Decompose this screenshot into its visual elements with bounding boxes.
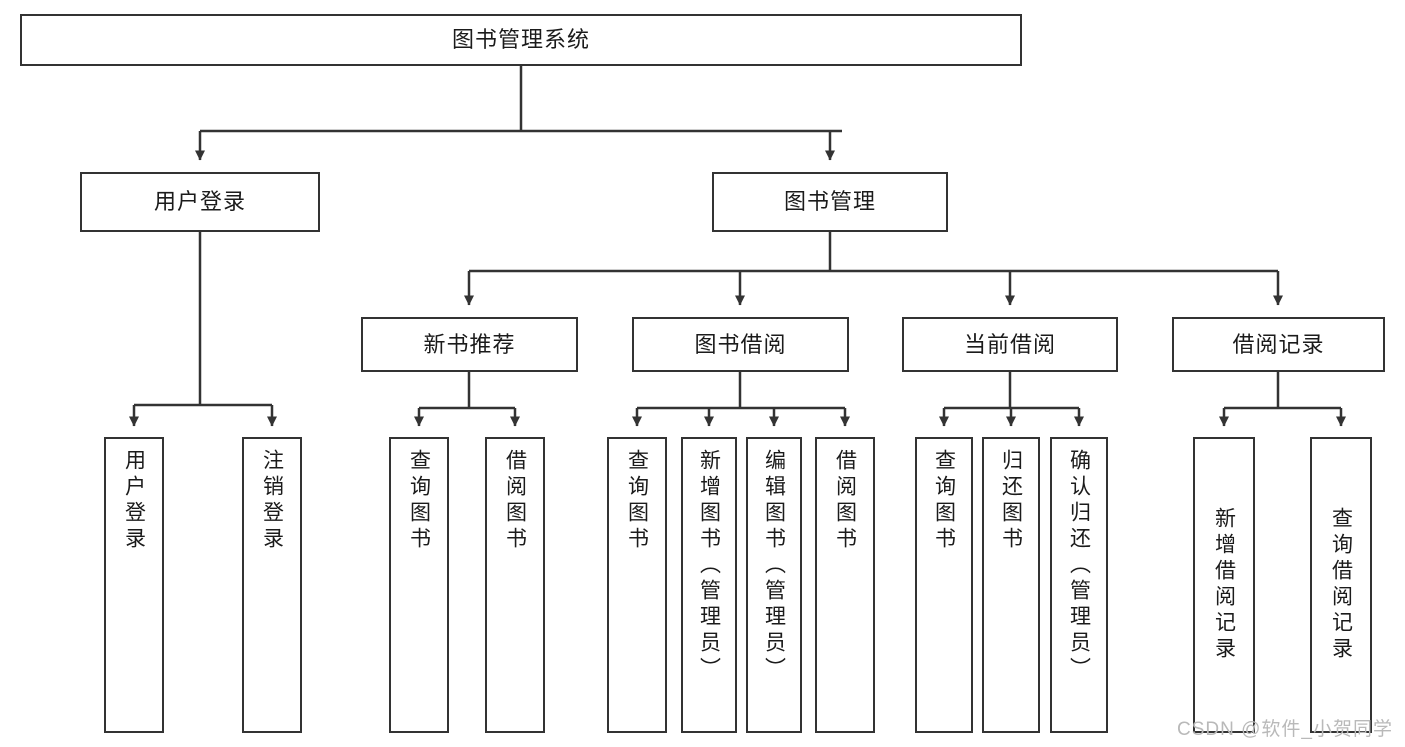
node-label: 用户登录	[122, 449, 146, 553]
node-label: 确认归还（管理员）	[1067, 449, 1091, 683]
node-label: 新增借阅记录	[1212, 507, 1236, 663]
node-leaf-query-book-recommend[interactable]: 查询图书	[389, 437, 449, 733]
node-book-manage[interactable]: 图书管理	[712, 172, 948, 232]
node-leaf-confirm-return-admin[interactable]: 确认归还（管理员）	[1050, 437, 1108, 733]
node-leaf-add-borrow-record[interactable]: 新增借阅记录	[1193, 437, 1255, 733]
node-label: 借阅图书	[833, 449, 857, 553]
node-leaf-logout[interactable]: 注销登录	[242, 437, 302, 733]
node-label: 图书管理系统	[451, 27, 590, 53]
node-new-book-recommend[interactable]: 新书推荐	[361, 317, 578, 372]
node-label: 注销登录	[260, 449, 284, 553]
node-label: 图书借阅	[694, 331, 787, 357]
node-label: 借阅记录	[1232, 331, 1325, 357]
node-label: 当前借阅	[963, 331, 1056, 357]
node-leaf-return-book[interactable]: 归还图书	[982, 437, 1040, 733]
node-leaf-edit-book-admin[interactable]: 编辑图书（管理员）	[746, 437, 802, 733]
node-label: 查询图书	[932, 449, 956, 553]
node-label: 查询图书	[625, 449, 649, 553]
csdn-watermark: CSDN @软件_小贺同学	[1177, 719, 1393, 740]
node-label: 新增图书（管理员）	[697, 449, 721, 683]
node-leaf-query-borrow-record[interactable]: 查询借阅记录	[1310, 437, 1372, 733]
node-borrow-record[interactable]: 借阅记录	[1172, 317, 1385, 372]
node-leaf-add-book-admin[interactable]: 新增图书（管理员）	[681, 437, 737, 733]
node-leaf-borrow-book[interactable]: 借阅图书	[815, 437, 875, 733]
node-label: 新书推荐	[423, 331, 516, 357]
node-user-login[interactable]: 用户登录	[80, 172, 320, 232]
node-leaf-borrow-book-recommend[interactable]: 借阅图书	[485, 437, 545, 733]
node-label: 查询借阅记录	[1329, 507, 1353, 663]
node-leaf-user-login[interactable]: 用户登录	[104, 437, 164, 733]
node-label: 图书管理	[783, 189, 876, 215]
node-book-borrow[interactable]: 图书借阅	[632, 317, 849, 372]
node-label: 查询图书	[407, 449, 431, 553]
node-current-borrow[interactable]: 当前借阅	[902, 317, 1118, 372]
node-leaf-query-book-current[interactable]: 查询图书	[915, 437, 973, 733]
node-label: 用户登录	[153, 189, 246, 215]
node-leaf-query-book-borrow[interactable]: 查询图书	[607, 437, 667, 733]
node-label: 借阅图书	[503, 449, 527, 553]
node-root-system[interactable]: 图书管理系统	[20, 14, 1022, 66]
node-label: 编辑图书（管理员）	[762, 449, 786, 683]
node-label: 归还图书	[999, 449, 1023, 553]
